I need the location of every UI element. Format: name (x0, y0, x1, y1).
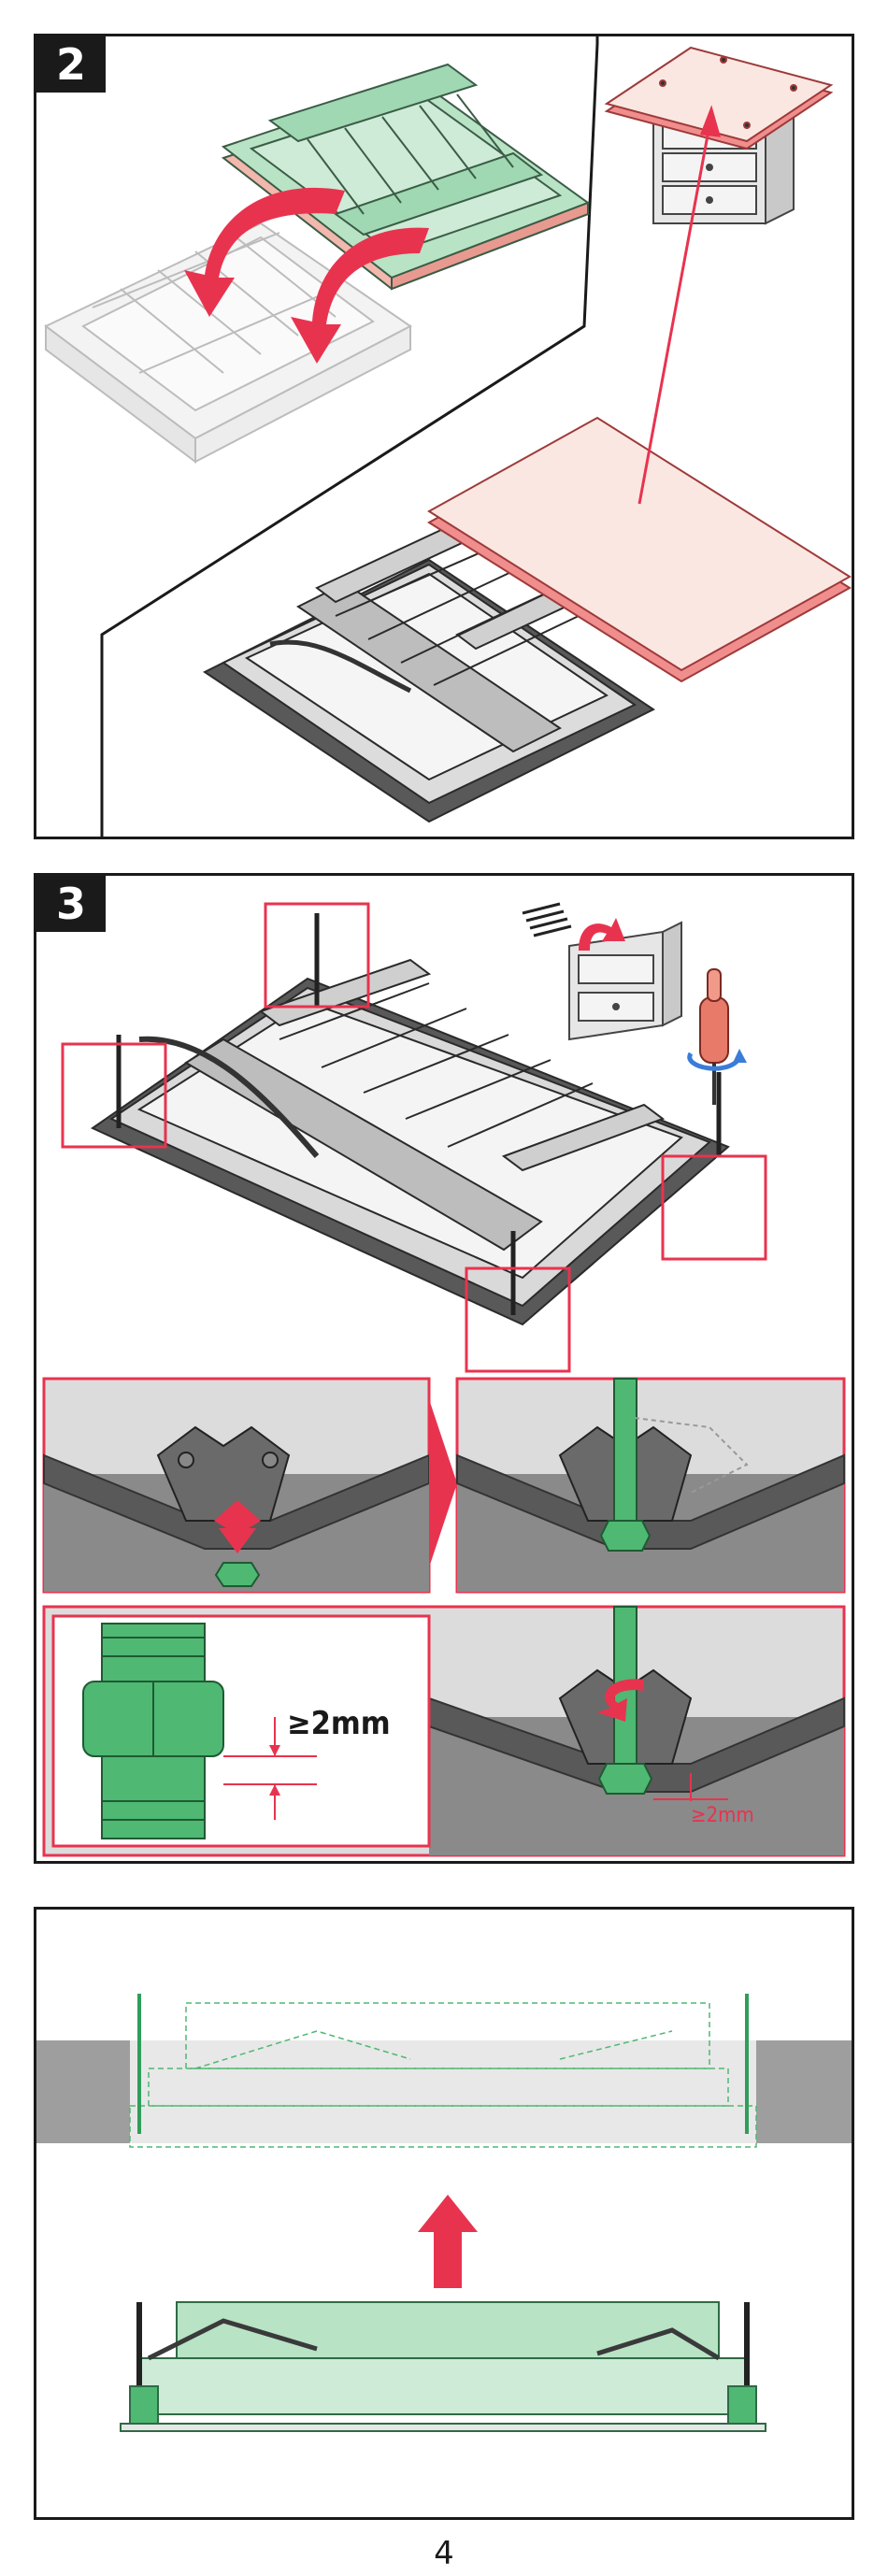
detail-nut-threaded (457, 1379, 844, 1592)
lift-up-arrow (418, 2195, 478, 2288)
ceiling-left (36, 2040, 130, 2143)
step-3-number: 3 (36, 876, 106, 932)
step-2-number: 2 (36, 36, 106, 93)
page-number: 4 (0, 2535, 888, 2572)
gap-measure-label: ≥2mm (287, 1705, 391, 1742)
detail-nut-before (44, 1379, 429, 1592)
install-panel (34, 1907, 854, 2520)
ceiling-right (756, 2040, 852, 2143)
step-2-panel: 2 (34, 34, 854, 839)
install-illustration (36, 1910, 852, 2517)
step-3-illustration: ≥2mm ≥2mm (36, 876, 852, 1861)
detail-gap: ≥2mm ≥2mm (44, 1607, 844, 1855)
frame-to-install (121, 2302, 766, 2431)
detail-next-arrow (429, 1399, 457, 1567)
gap-measure-small: ≥2mm (691, 1804, 754, 1827)
step-2-illustration (36, 36, 852, 837)
step-3-panel: 3 (34, 873, 854, 1864)
screws-icon (523, 904, 571, 936)
